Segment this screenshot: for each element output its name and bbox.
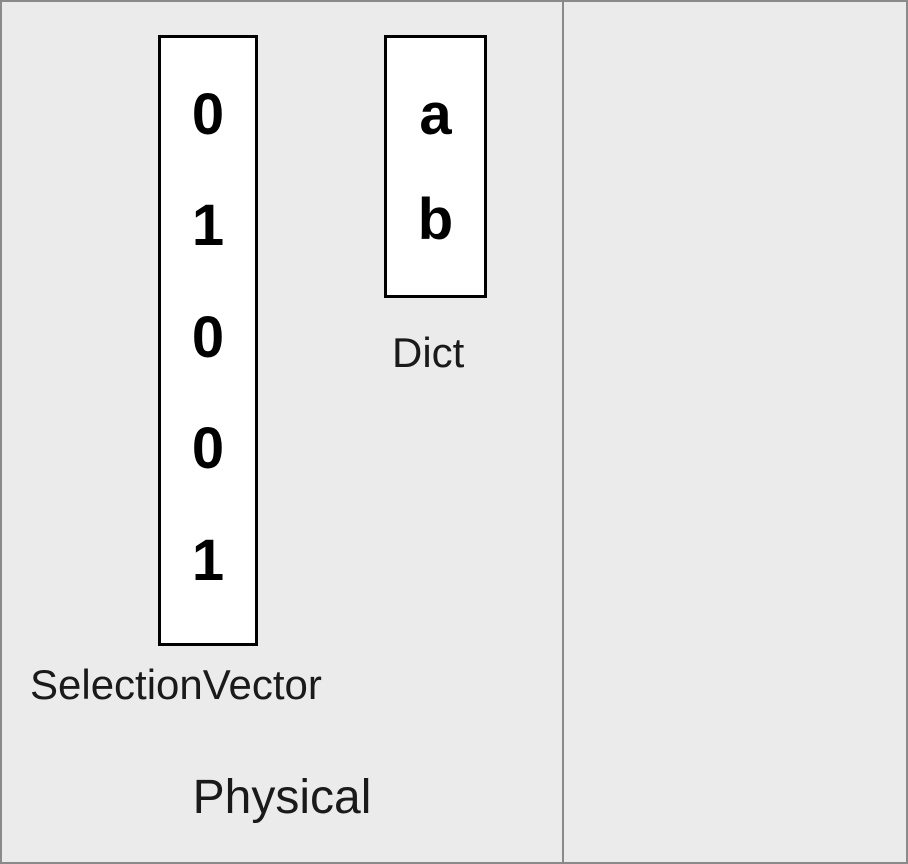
selection-vector-cell-4: 1 (191, 527, 225, 593)
dict-column-label: Dict (392, 329, 465, 376)
dict-cell-1: b (417, 186, 454, 252)
panel-divider (562, 2, 564, 862)
panel-logical: a b a a b Logical (564, 2, 906, 862)
selection-vector-cell-3: 0 (191, 416, 225, 482)
selection-vector-column-label: SelectionVector (30, 661, 322, 708)
selection-vector-column: 0 1 0 0 1 (158, 35, 258, 646)
selection-vector-cell-1: 1 (191, 193, 225, 259)
panel-physical: 0 1 0 0 1 a b Dict SelectionVector Physi… (2, 2, 562, 862)
selection-vector-cell-2: 0 (191, 304, 225, 370)
panel-physical-label: Physical (192, 771, 372, 824)
dict-cell-0: a (419, 82, 452, 147)
dict-column: a b (384, 35, 487, 298)
selection-vector-cell-0: 0 (191, 82, 225, 147)
